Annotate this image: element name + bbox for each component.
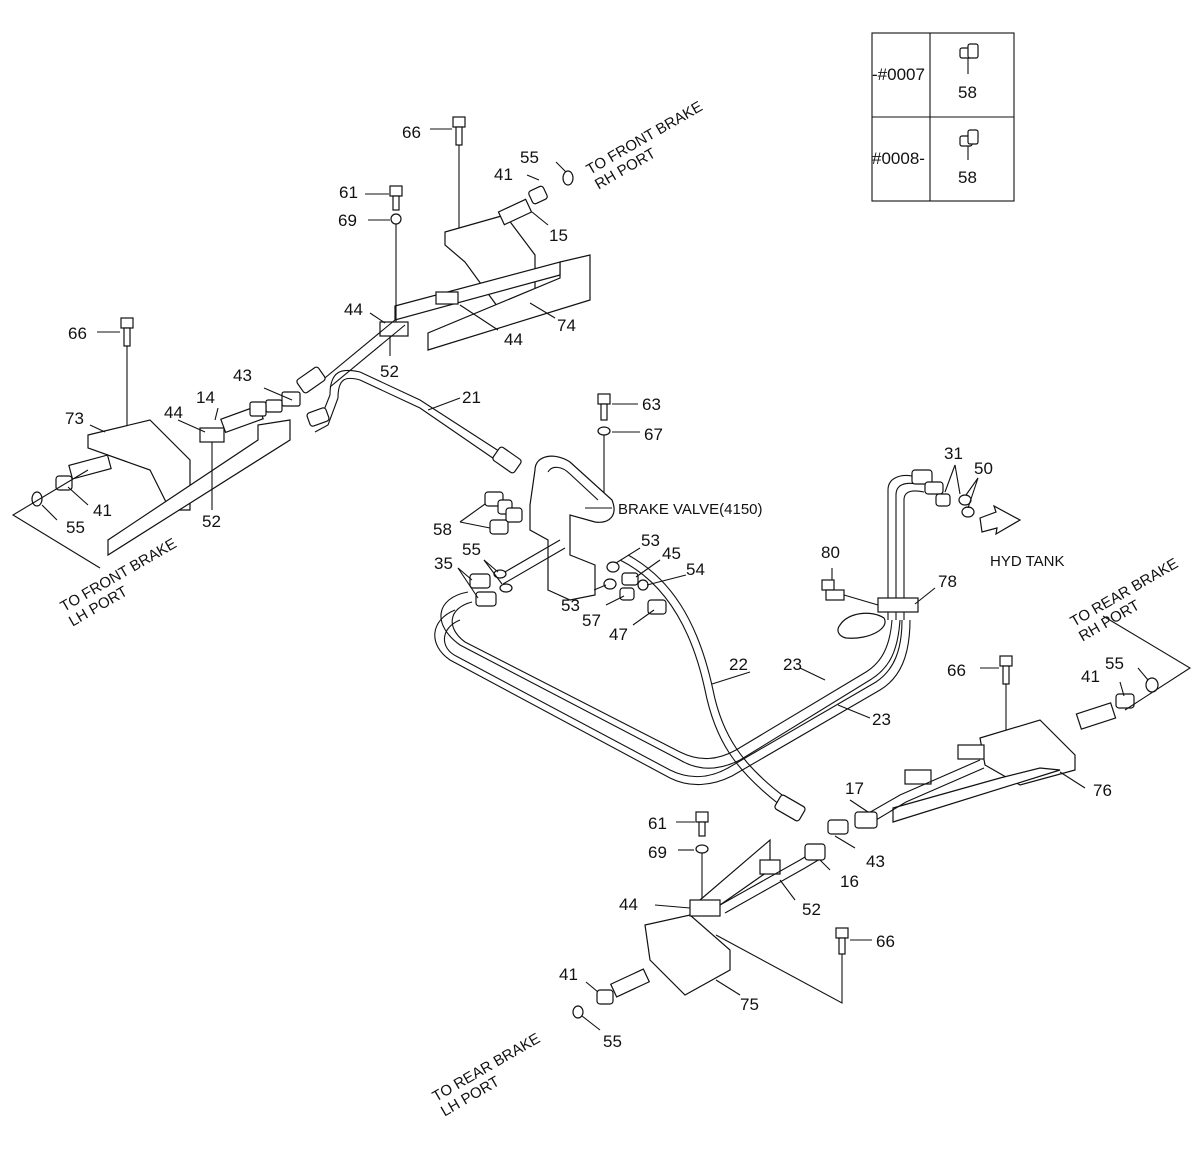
note-front-lh: TO FRONT BRAKE LH PORT (58, 535, 180, 630)
callout-41-right: 41 (1081, 667, 1100, 686)
callout-41-bottom: 41 (559, 965, 578, 984)
callout-52-left: 52 (202, 512, 221, 531)
callout-69-top: 69 (338, 211, 357, 230)
callout-21: 21 (462, 388, 481, 407)
callout-23-lower: 23 (872, 710, 891, 729)
callout-16: 16 (840, 872, 859, 891)
callout-76: 76 (1093, 781, 1112, 800)
table-part-2: 58 (958, 168, 977, 187)
callout-31: 31 (944, 444, 963, 463)
callout-14: 14 (196, 388, 215, 407)
callout-74: 74 (557, 316, 576, 335)
rear-lh-bracket-assembly (572, 811, 872, 1031)
callout-61-bottom: 61 (648, 814, 667, 833)
callout-80: 80 (821, 543, 840, 562)
rear-rh-bracket-assembly (827, 615, 1192, 849)
table-serial-1: -#0007 (872, 65, 925, 84)
callout-53-upper: 53 (641, 531, 660, 550)
callout-labels: 66 55 41 15 61 69 44 44 74 52 66 43 21 7… (65, 123, 1124, 1051)
callout-53-lower: 53 (561, 596, 580, 615)
callout-23-upper: 23 (783, 655, 802, 674)
callout-66-top: 66 (402, 123, 421, 142)
serial-table: -#0007 #0008- 58 58 (871, 32, 1015, 202)
arrow-right-icon (979, 504, 1022, 536)
callout-78: 78 (938, 572, 957, 591)
callout-66-left: 66 (68, 324, 87, 343)
callout-44-top-left: 44 (344, 300, 363, 319)
callout-47: 47 (609, 625, 628, 644)
callout-43-top: 43 (233, 366, 252, 385)
callout-15: 15 (549, 226, 568, 245)
callout-66-right: 66 (947, 661, 966, 680)
callout-55-top: 55 (520, 148, 539, 167)
hoses-22-23 (434, 464, 1022, 822)
callout-54: 54 (686, 560, 705, 579)
callout-50: 50 (974, 459, 993, 478)
callout-67: 67 (644, 425, 663, 444)
pipe-21 (263, 319, 522, 474)
callout-55-bottom: 55 (603, 1032, 622, 1051)
callout-35: 35 (434, 554, 453, 573)
note-brake-valve: BRAKE VALVE(4150) (618, 501, 763, 518)
callout-44-bottom: 44 (619, 895, 638, 914)
elbow-fitting-icon (959, 43, 979, 74)
callout-57: 57 (582, 611, 601, 630)
callout-63: 63 (642, 395, 661, 414)
callout-52-top: 52 (380, 362, 399, 381)
callout-66-bottom: 66 (876, 932, 895, 951)
callout-22: 22 (729, 655, 748, 674)
callout-73: 73 (65, 409, 84, 428)
callout-58: 58 (433, 520, 452, 539)
front-rh-bracket-assembly (365, 116, 591, 356)
callout-43-bottom: 43 (866, 852, 885, 871)
callout-55-center: 55 (462, 540, 481, 559)
note-rear-lh: TO REAR BRAKE LH PORT (430, 1030, 544, 1120)
note-front-rh: TO FRONT BRAKE RH PORT (584, 98, 706, 193)
callout-55-right: 55 (1105, 654, 1124, 673)
callout-69-bottom: 69 (648, 843, 667, 862)
callout-75: 75 (740, 995, 759, 1014)
callout-44-left: 44 (164, 403, 183, 422)
callout-41-left: 41 (93, 501, 112, 520)
table-serial-2: #0008- (872, 149, 925, 168)
callout-61-top: 61 (339, 183, 358, 202)
note-hyd-tank: HYD TANK (990, 553, 1064, 570)
callout-44-top-right: 44 (504, 330, 523, 349)
callout-52-bottom: 52 (802, 900, 821, 919)
callout-55-left: 55 (66, 518, 85, 537)
port-notes: TO FRONT BRAKE RH PORT TO FRONT BRAKE LH… (58, 98, 1182, 1120)
callout-41-top: 41 (494, 165, 513, 184)
table-part-1: 58 (958, 83, 977, 102)
front-lh-bracket-assembly (11, 317, 291, 569)
elbow-fitting-icon (959, 129, 979, 160)
callout-17: 17 (845, 779, 864, 798)
callout-45: 45 (662, 544, 681, 563)
